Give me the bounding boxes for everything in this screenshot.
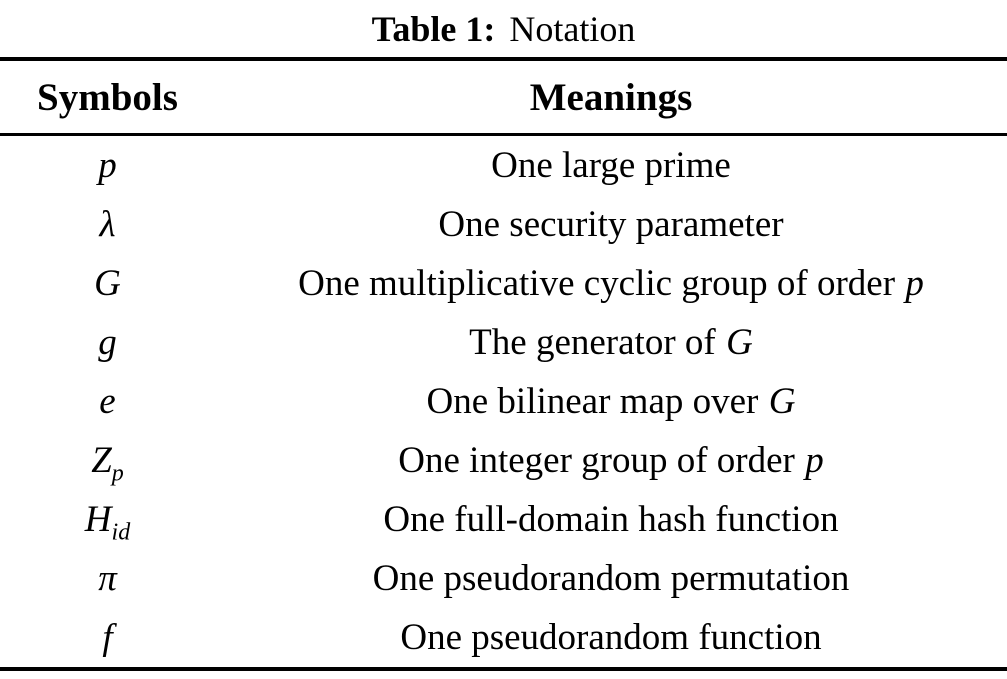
meaning-cell: One large prime xyxy=(215,135,1007,196)
table-row: p One large prime xyxy=(0,135,1007,196)
symbol-cell: g xyxy=(0,313,215,372)
table-row: G One multiplicative cyclic group of orde… xyxy=(0,254,1007,313)
symbol-text: f xyxy=(102,617,113,658)
symbol-subscript: id xyxy=(111,519,131,546)
meaning-cell: One multiplicative cyclic group of order… xyxy=(215,254,1007,313)
symbol-text: Z xyxy=(91,440,112,481)
symbol-text: g xyxy=(98,322,117,363)
meaning-cell: One security parameter xyxy=(215,195,1007,254)
meaning-variable: p xyxy=(905,263,924,304)
column-header-symbols: Symbols xyxy=(0,59,215,136)
symbol-text: π xyxy=(98,558,117,599)
table-caption-label: Table 1: xyxy=(371,8,496,49)
meaning-text: One large prime xyxy=(491,145,731,186)
notation-table: Symbols Meanings p One large prime λ One se… xyxy=(0,57,1007,671)
meaning-text: One pseudorandom function xyxy=(400,617,822,658)
column-header-meanings: Meanings xyxy=(215,59,1007,136)
meaning-variable: p xyxy=(805,440,824,481)
symbol-cell: π xyxy=(0,549,215,608)
symbol-text: e xyxy=(99,381,116,422)
meaning-cell: One full-domain hash function xyxy=(215,490,1007,549)
symbol-text: H xyxy=(84,499,112,540)
table-row: π One pseudorandom permutation xyxy=(0,549,1007,608)
table-row: f One pseudorandom function xyxy=(0,608,1007,669)
symbol-text: G xyxy=(94,263,121,304)
table-caption: Table 1: Notation xyxy=(0,0,1007,57)
symbol-text: λ xyxy=(99,204,116,245)
meaning-text: One full-domain hash function xyxy=(383,499,839,540)
header-row: Symbols Meanings xyxy=(0,59,1007,136)
symbol-cell: Hid xyxy=(0,490,215,549)
meaning-text: The generator of xyxy=(469,322,716,363)
meaning-cell: One pseudorandom function xyxy=(215,608,1007,669)
symbol-text: p xyxy=(98,145,117,186)
symbol-cell: f xyxy=(0,608,215,669)
symbol-cell: Zp xyxy=(0,431,215,490)
meaning-text: One integer group of order xyxy=(398,440,795,481)
symbol-cell: p xyxy=(0,135,215,196)
meaning-variable: G xyxy=(726,322,753,363)
table-row: Hid One full-domain hash function xyxy=(0,490,1007,549)
symbol-cell: G xyxy=(0,254,215,313)
symbol-subscript: p xyxy=(111,460,124,487)
meaning-variable: G xyxy=(768,381,796,422)
meaning-cell: One pseudorandom permutation xyxy=(215,549,1007,608)
symbol-cell: e xyxy=(0,372,215,431)
meaning-text: One multiplicative cyclic group of order xyxy=(298,263,896,304)
table-row: λ One security parameter xyxy=(0,195,1007,254)
table-caption-title: Notation xyxy=(509,8,636,49)
meaning-text: One pseudorandom permutation xyxy=(372,558,850,599)
meaning-text: One security parameter xyxy=(438,204,784,245)
meaning-text: One bilinear map over xyxy=(426,381,759,422)
symbol-cell: λ xyxy=(0,195,215,254)
